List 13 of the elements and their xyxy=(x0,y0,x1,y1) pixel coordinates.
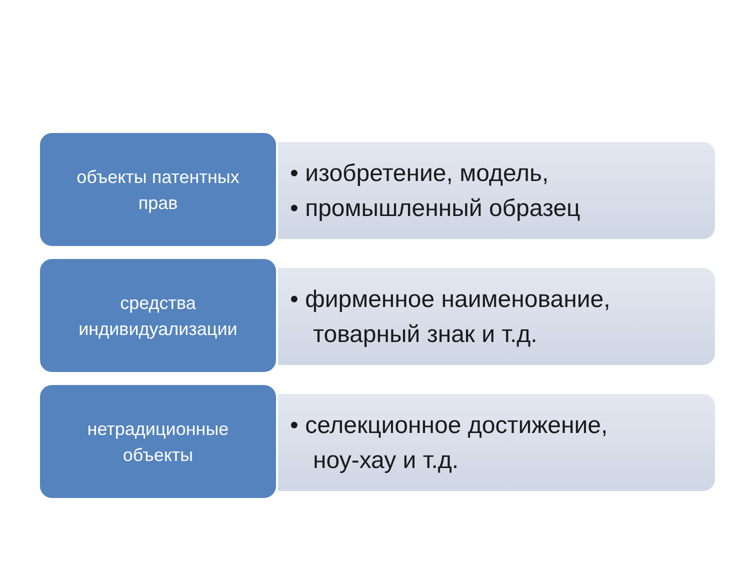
category-box xyxy=(38,131,278,248)
category-box xyxy=(38,383,278,500)
content-box xyxy=(278,394,715,491)
category-label: нетрадиционные объекты xyxy=(86,418,230,466)
bullet-item: • фирменное наименование, товарный знак и т.д. xyxy=(290,284,612,350)
category-label: средства индивидуализации xyxy=(78,292,238,341)
content-box xyxy=(278,142,715,239)
category-box xyxy=(38,257,278,374)
bullet-item: • изобретение, модель, xyxy=(290,158,550,188)
category-label: объекты патентных прав xyxy=(76,166,240,215)
bullet-item: • промышленный образец xyxy=(290,194,580,224)
content-box xyxy=(278,268,715,365)
bullet-item: • селекционное достижение, ноу-хау и т.д. xyxy=(290,410,609,476)
